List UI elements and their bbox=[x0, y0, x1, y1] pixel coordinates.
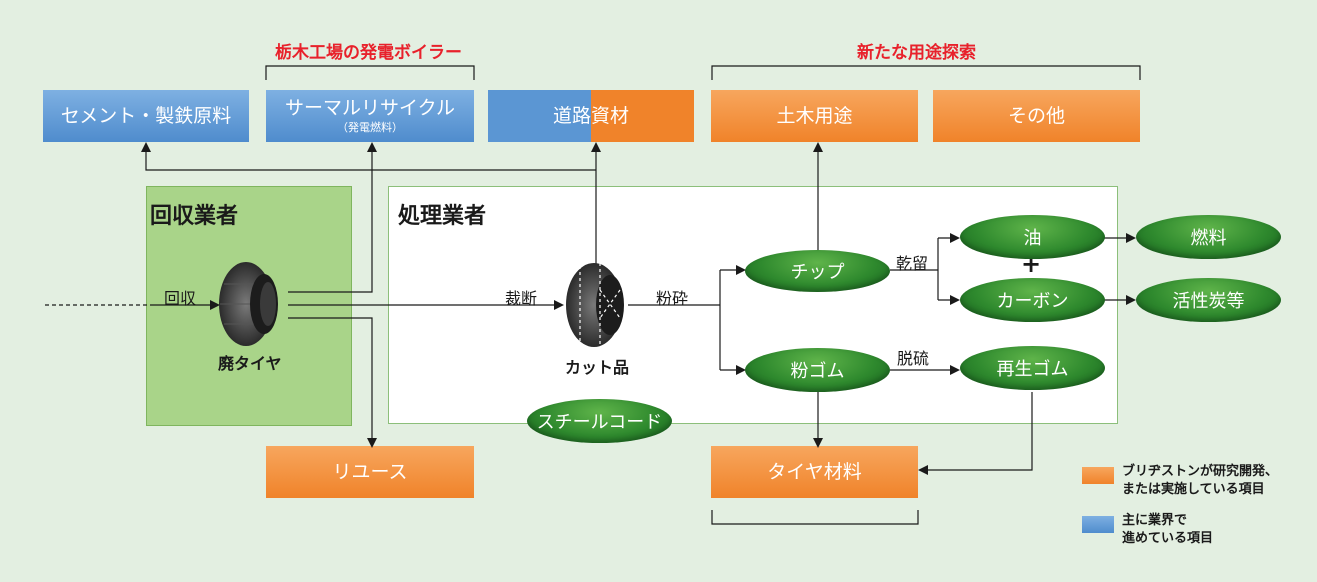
legend-orange-swatch bbox=[1082, 467, 1114, 484]
cutting-label: 裁断 bbox=[505, 289, 538, 308]
waste-tire-icon bbox=[219, 262, 278, 346]
oil-oval: 油 bbox=[960, 215, 1105, 259]
rubber-powder-oval: 粉ゴム bbox=[745, 348, 890, 392]
reuse-box: リユース bbox=[266, 446, 474, 498]
civil-use-box: 土木用途 bbox=[711, 90, 918, 142]
civil-label: 土木用途 bbox=[776, 104, 853, 127]
desulfurization-label: 脱硫 bbox=[897, 349, 930, 368]
collector-title: 回収業者 bbox=[150, 204, 239, 229]
steel-cord-oval: スチールコード bbox=[527, 399, 672, 443]
legend-blue-line2: 進めている項目 bbox=[1122, 531, 1214, 547]
cut-product-label: カット品 bbox=[565, 358, 630, 377]
cut-product-icon bbox=[566, 263, 624, 347]
new-uses-header: 新たな用途探索 bbox=[857, 43, 976, 63]
legend-orange-text: ブリヂストンが研究開発、 または実施している項目 bbox=[1122, 463, 1278, 499]
tochigi-header: 栃木工場の発電ボイラー bbox=[275, 43, 462, 63]
dry-distillation-label: 乾留 bbox=[896, 254, 929, 273]
collect-label: 回収 bbox=[164, 289, 197, 308]
tire-material-box: タイヤ材料 bbox=[711, 446, 918, 498]
thermal-recycle-box: サーマルリサイクル （発電燃料） bbox=[266, 90, 474, 142]
cement-box: セメント・製鉄原料 bbox=[43, 90, 249, 142]
legend-orange-line1: ブリヂストンが研究開発、 bbox=[1122, 464, 1279, 479]
chip-oval: チップ bbox=[745, 250, 890, 292]
road-material-box: 道路資材 bbox=[488, 90, 694, 142]
other-box: その他 bbox=[933, 90, 1140, 142]
legend-blue-swatch bbox=[1082, 516, 1114, 533]
fuel-oval: 燃料 bbox=[1136, 215, 1281, 259]
legend-blue-line1: 主に業界で bbox=[1122, 513, 1188, 528]
processor-title: 処理業者 bbox=[398, 204, 487, 229]
legend-orange-line2: または実施している項目 bbox=[1122, 482, 1265, 498]
cement-label: セメント・製鉄原料 bbox=[60, 104, 232, 127]
road-label: 道路資材 bbox=[552, 104, 629, 127]
tire-material-label: タイヤ材料 bbox=[767, 460, 862, 483]
other-label: その他 bbox=[1007, 104, 1065, 127]
waste-tire-label: 廃タイヤ bbox=[218, 354, 282, 373]
carbon-oval: カーボン bbox=[960, 278, 1105, 322]
reclaimed-rubber-oval: 再生ゴム bbox=[960, 346, 1105, 390]
legend-blue-text: 主に業界で 進めている項目 bbox=[1122, 512, 1213, 548]
activated-carbon-oval: 活性炭等 bbox=[1136, 278, 1281, 322]
reuse-label: リユース bbox=[332, 460, 408, 483]
crushing-label: 粉砕 bbox=[656, 289, 689, 308]
thermal-sub-label: （発電燃料） bbox=[337, 121, 403, 135]
thermal-label: サーマルリサイクル bbox=[284, 96, 456, 119]
